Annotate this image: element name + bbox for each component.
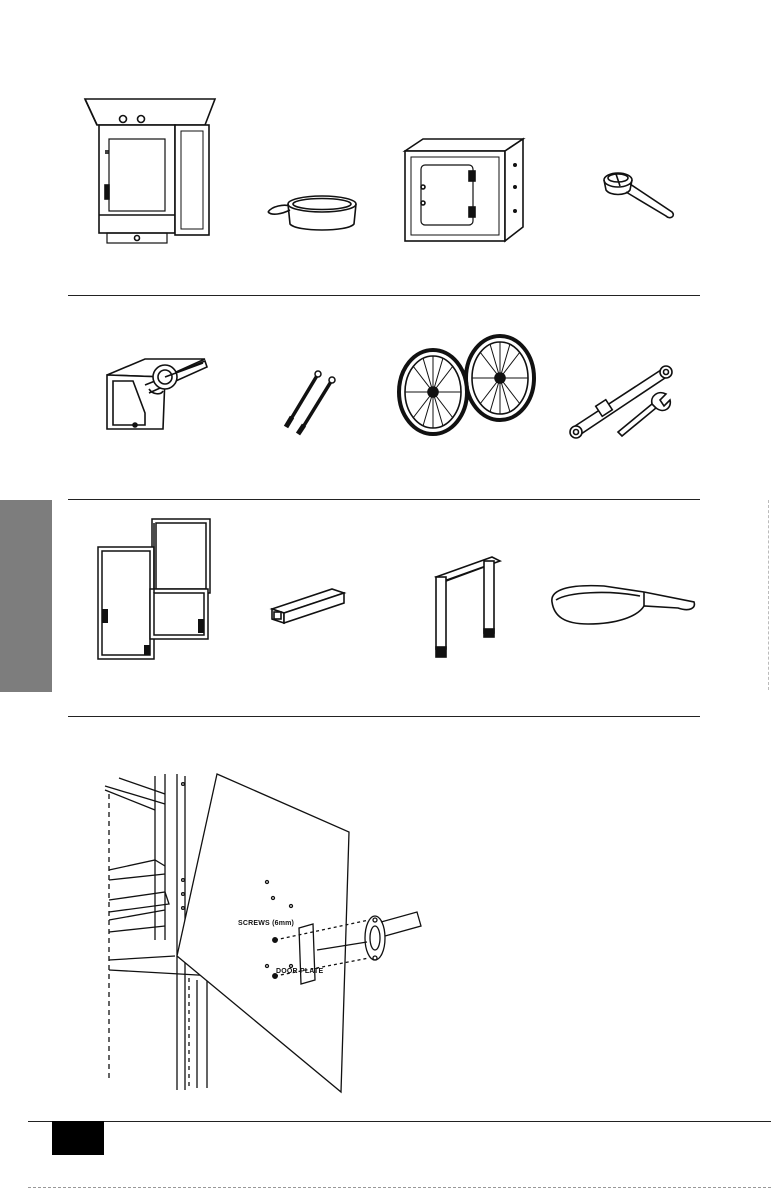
footer-bottom-edge	[28, 1187, 771, 1188]
lower-cabinet-image	[405, 135, 530, 245]
screws-label: SCREWS (6mm)	[238, 920, 294, 927]
divider-row-3	[68, 716, 700, 717]
section-tab	[0, 500, 52, 692]
side-frames-image	[92, 517, 217, 667]
door-plate-label: DOOR PLATE	[276, 968, 323, 975]
motor-bracket-image	[105, 355, 215, 435]
page-number-box	[52, 1121, 104, 1155]
cabinet-with-lid-image	[85, 95, 225, 250]
footer-rule	[28, 1121, 771, 1122]
wrenches-image	[568, 360, 673, 440]
leg-stand-image	[430, 555, 505, 660]
kettle-cover-tool-image	[600, 168, 680, 223]
divider-row-2	[68, 499, 700, 500]
square-bar-image	[270, 585, 350, 625]
kettle-pan-image	[266, 190, 366, 240]
scoop-image	[548, 580, 698, 630]
door-assembly-diagram	[95, 770, 425, 1090]
wheels-image	[395, 332, 540, 442]
divider-row-1	[68, 295, 700, 296]
axle-bolts-image	[280, 370, 340, 435]
